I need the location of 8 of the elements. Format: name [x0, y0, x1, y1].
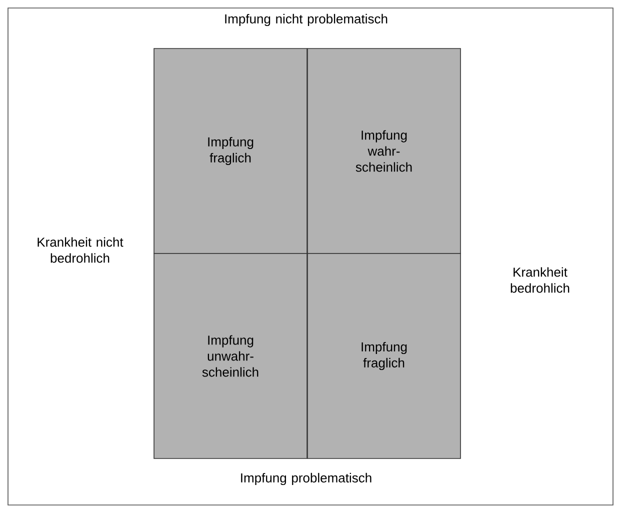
- matrix-cell: Impfung fraglich: [154, 48, 308, 254]
- axis-label: Impfung problematisch: [241, 472, 372, 486]
- axis-label: Krankheit bedrohlich: [510, 267, 570, 293]
- axis-label: Krankheit nicht bedrohlich: [38, 237, 124, 263]
- matrix-cell: Impfung fraglich: [307, 253, 461, 459]
- axis-label: Impfung nicht problematisch: [225, 14, 388, 26]
- matrix-cell: Impfung unwahr-scheinlich: [154, 253, 308, 459]
- matrix-cell: Impfung wahr-scheinlich: [307, 48, 461, 254]
